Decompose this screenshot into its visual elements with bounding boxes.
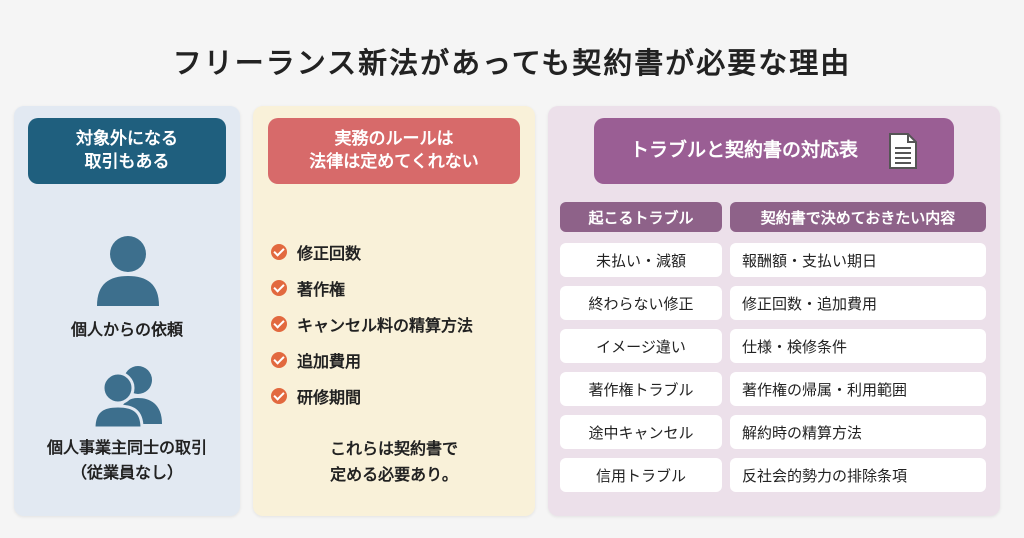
- column-header-contract-content: 契約書で決めておきたい内容: [730, 202, 986, 232]
- content-cell: 反社会的勢力の排除条項: [730, 458, 986, 492]
- practical-rules-panel: 実務のルールは 法律は定めてくれない 修正回数 著作権 キャンセル料の精算方法 …: [253, 106, 535, 516]
- trouble-cell: 終わらない修正: [560, 286, 722, 320]
- table-row: 終わらない修正 修正回数・追加費用: [560, 286, 986, 320]
- check-circle-icon: [271, 388, 287, 404]
- table-row: 途中キャンセル 解約時の精算方法: [560, 415, 986, 449]
- check-circle-icon: [271, 316, 287, 332]
- note-line-2: 定める必要あり。: [330, 464, 458, 484]
- rules-checklist: 修正回数 著作権 キャンセル料の精算方法 追加費用 研修期間: [271, 234, 473, 414]
- checklist-item: 研修期間: [271, 378, 473, 414]
- trouble-cell: 途中キャンセル: [560, 415, 722, 449]
- content-cell: 解約時の精算方法: [730, 415, 986, 449]
- trouble-cell: イメージ違い: [560, 329, 722, 363]
- caption-line-1: 個人事業主同士の取引: [46, 438, 207, 457]
- heading-line-2: 取引もある: [84, 152, 170, 172]
- heading-line-1: 実務のルールは: [334, 129, 454, 150]
- checklist-item-label: 修正回数: [297, 244, 362, 263]
- trouble-table-panel: トラブルと契約書の対応表 起こるトラブル 契約書で決めておきたい内容 未払い・減…: [548, 106, 1000, 516]
- contract-note: これらは契約書で 定める必要あり。: [253, 436, 535, 487]
- trouble-cell: 著作権トラブル: [560, 372, 722, 406]
- heading-text: トラブルと契約書の対応表: [629, 139, 858, 162]
- people-icon: [92, 366, 162, 428]
- table-row: 信用トラブル 反社会的勢力の排除条項: [560, 458, 986, 492]
- trouble-cell: 未払い・減額: [560, 243, 722, 277]
- table-row: 著作権トラブル 著作権の帰属・利用範囲: [560, 372, 986, 406]
- check-circle-icon: [271, 244, 287, 260]
- heading-line-2: 法律は定めてくれない: [309, 152, 479, 172]
- checklist-item-label: キャンセル料の精算方法: [297, 316, 474, 335]
- individual-request-caption: 個人からの依頼: [70, 320, 183, 339]
- checklist-item-label: 著作権: [297, 280, 346, 299]
- checklist-item-label: 研修期間: [297, 388, 362, 407]
- practical-rules-heading: 実務のルールは 法律は定めてくれない: [268, 118, 520, 184]
- page-title: フリーランス新法があっても契約書が必要な理由: [172, 46, 852, 80]
- out-of-scope-heading: 対象外になる 取引もある: [28, 118, 226, 184]
- table-row: イメージ違い 仕様・検修条件: [560, 329, 986, 363]
- person-icon: [97, 236, 159, 306]
- checklist-item: 著作権: [271, 270, 473, 306]
- checklist-item: 追加費用: [271, 342, 473, 378]
- content-cell: 仕様・検修条件: [730, 329, 986, 363]
- out-of-scope-panel: 対象外になる 取引もある 個人からの依頼 個人事業主同士の取引 （従業員なし）: [14, 106, 240, 516]
- check-circle-icon: [271, 280, 287, 296]
- checklist-item-label: 追加費用: [297, 352, 362, 371]
- note-line-1: これらは契約書で: [329, 439, 458, 458]
- sole-proprietor-caption: 個人事業主同士の取引 （従業員なし）: [14, 436, 240, 486]
- heading-line-1: 対象外になる: [76, 129, 178, 150]
- checklist-item: 修正回数: [271, 234, 473, 270]
- column-header-trouble: 起こるトラブル: [560, 202, 722, 232]
- content-cell: 修正回数・追加費用: [730, 286, 986, 320]
- document-icon: [889, 133, 917, 169]
- caption-line-2: （従業員なし）: [70, 462, 183, 482]
- table-row: 未払い・減額 報酬額・支払い期日: [560, 243, 986, 277]
- trouble-cell: 信用トラブル: [560, 458, 722, 492]
- checklist-item: キャンセル料の精算方法: [271, 306, 473, 342]
- content-cell: 報酬額・支払い期日: [730, 243, 986, 277]
- trouble-table-heading: トラブルと契約書の対応表: [594, 118, 954, 184]
- check-circle-icon: [271, 352, 287, 368]
- content-cell: 著作権の帰属・利用範囲: [730, 372, 986, 406]
